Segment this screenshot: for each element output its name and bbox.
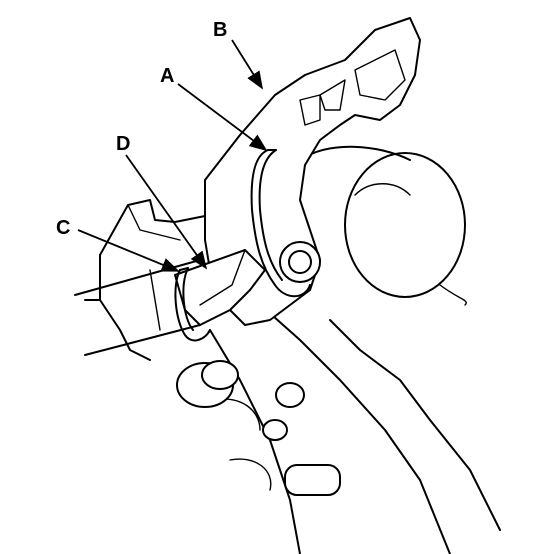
callout-c-label: C	[56, 217, 70, 239]
cylinder-right	[299, 145, 467, 306]
housing-left	[84, 199, 211, 361]
callout-b-label: B	[213, 19, 227, 41]
leader-c	[77, 229, 180, 272]
bosses	[176, 360, 341, 496]
callout-a-label: A	[160, 65, 174, 87]
leader-a	[177, 83, 268, 152]
spring-clip	[250, 149, 311, 298]
callout-d-label: D	[116, 133, 130, 155]
lower-body	[209, 299, 501, 554]
leader-b	[231, 39, 263, 90]
pivot	[279, 241, 321, 283]
leader-d	[125, 154, 208, 270]
wire-clip	[174, 267, 211, 342]
